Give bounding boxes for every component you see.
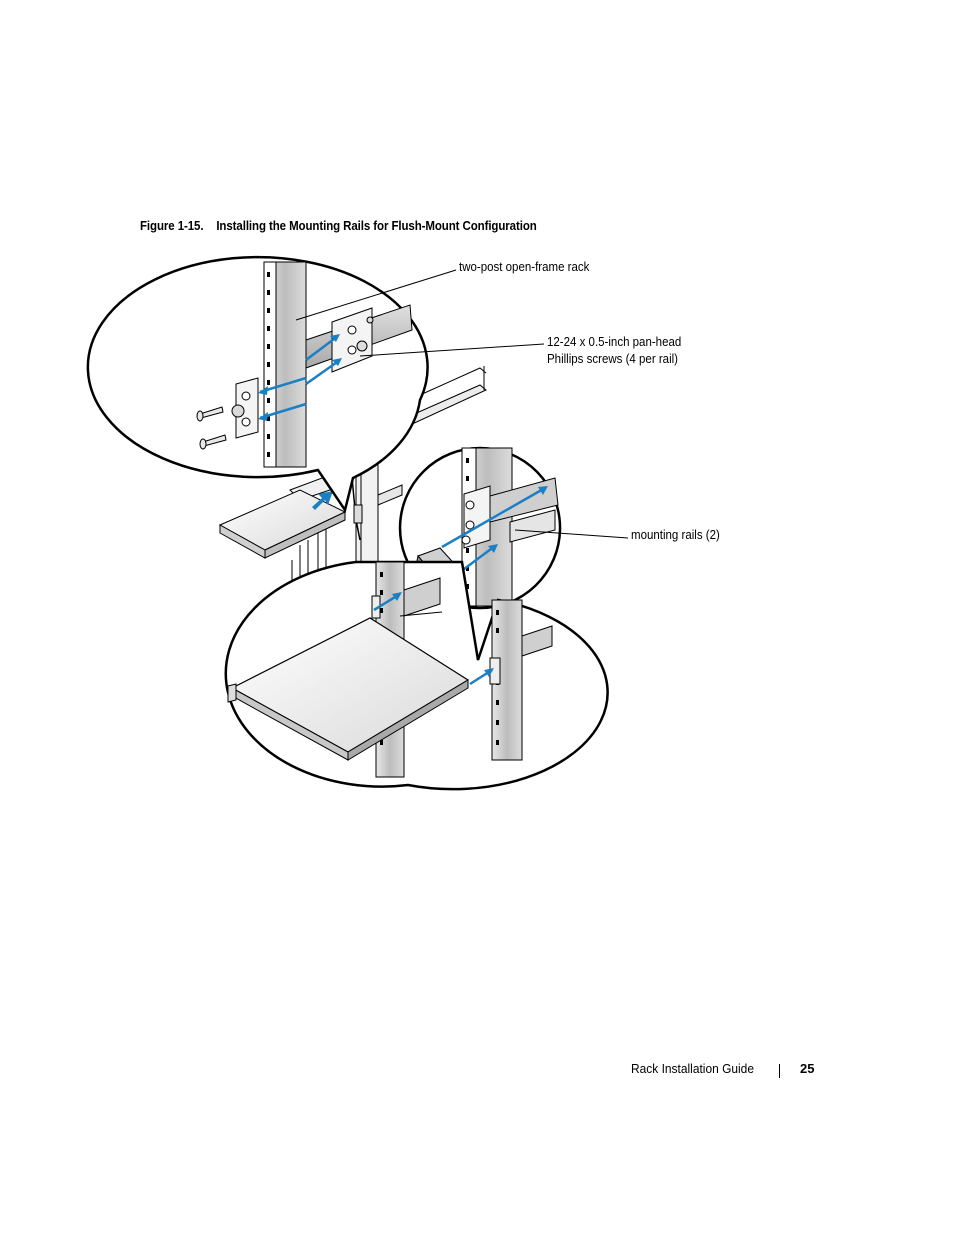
page-number: 25 (800, 1061, 815, 1076)
top-detail-circle (86, 255, 429, 514)
figure-caption: Figure 1-15. Installing the Mounting Rail… (140, 219, 537, 233)
figure-number: Figure 1-15. (140, 219, 204, 233)
footer-separator (779, 1064, 780, 1078)
figure-title: Installing the Mounting Rails for Flush-… (216, 219, 537, 233)
callout-screws-line2: Phillips screws (4 per rail) (547, 352, 679, 366)
callout-screws-label: 12-24 x 0.5-inch pan-head Phillips screw… (547, 334, 681, 368)
page-footer: Rack Installation Guide 25 (0, 1061, 954, 1081)
callout-leaders (295, 269, 629, 617)
callout-rack-label: two-post open-frame rack (459, 260, 590, 274)
insert-arrow (312, 491, 333, 510)
bottom-detail-circle (224, 560, 609, 791)
callout-rails-label: mounting rails (2) (631, 528, 720, 542)
callout-screws-line1: 12-24 x 0.5-inch pan-head (547, 335, 682, 349)
footer-guide-name: Rack Installation Guide (631, 1061, 754, 1076)
small-server-tray (218, 489, 347, 559)
